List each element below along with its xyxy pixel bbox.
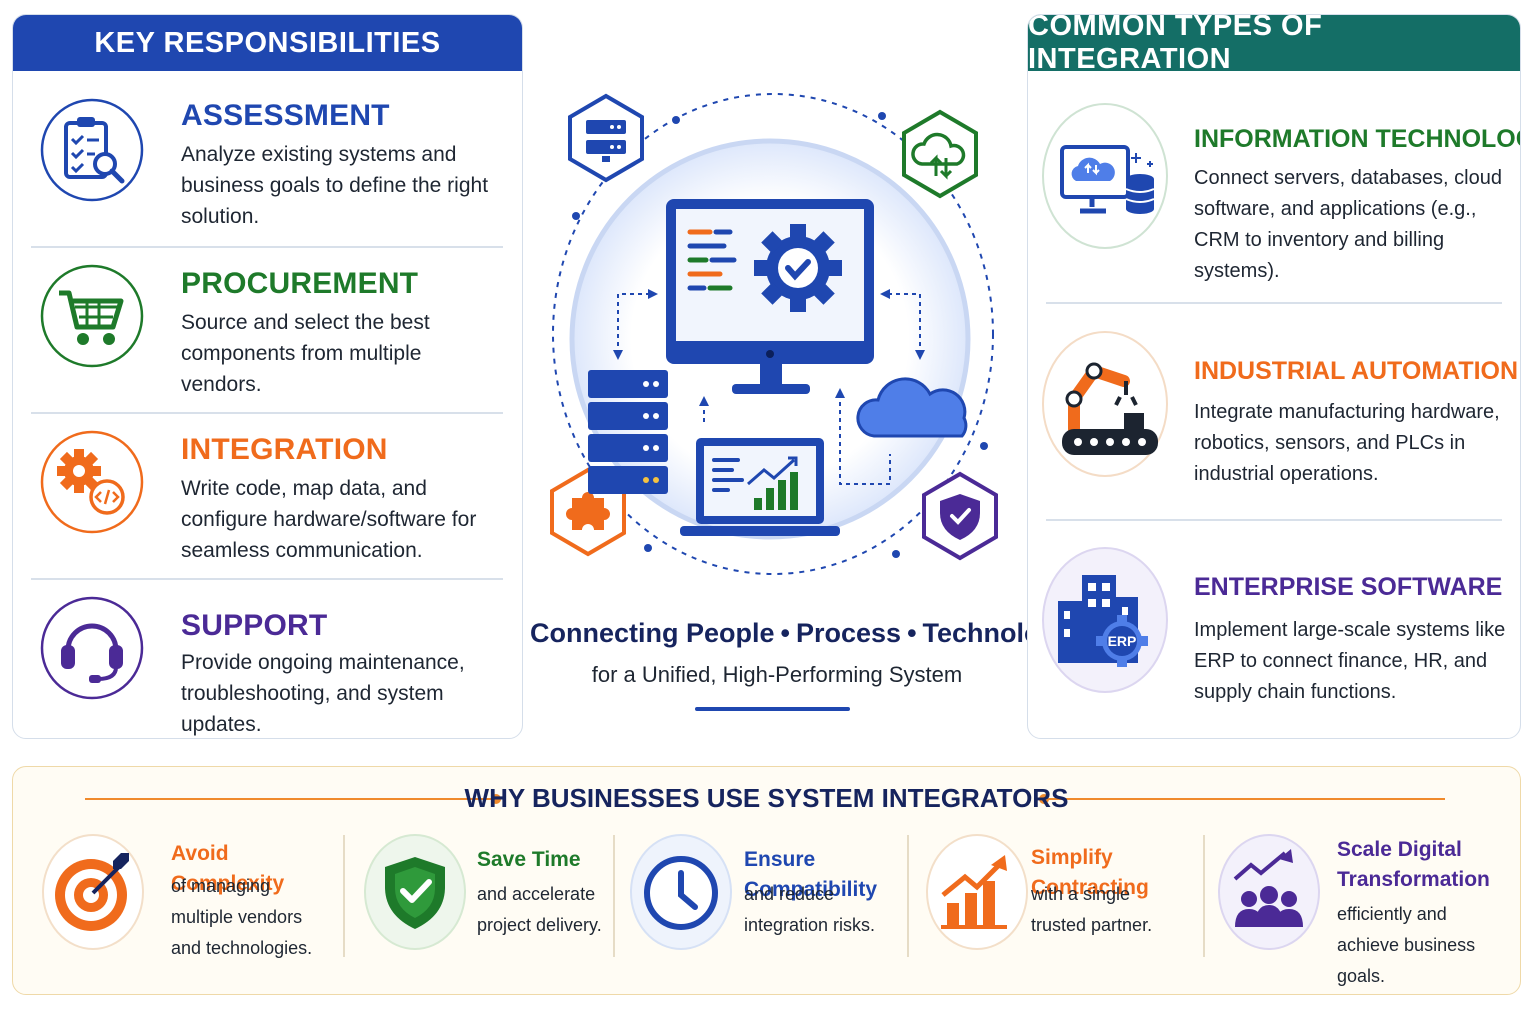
server-hexagon-icon — [568, 93, 644, 183]
building-erp-icon: ERP — [1040, 545, 1170, 695]
responsibility-support: SUPPORT Provide ongoing maintenance, tro… — [13, 583, 522, 738]
title-rule-right — [1047, 798, 1445, 800]
ensure-compatibility-title: Ensure Compatibility — [744, 848, 878, 901]
title-rule-dot — [491, 794, 501, 804]
support-title: SUPPORT — [181, 609, 328, 642]
enterprise-description: Implement large-scale systems like ERP t… — [1194, 619, 1506, 703]
growth-chart-icon — [925, 833, 1029, 951]
benefit-simplify-contracting: Simplify Contracting with a single trust… — [925, 829, 1205, 979]
save-time-description: and accelerate project delivery. — [477, 884, 602, 935]
tagline-process: Process — [795, 618, 902, 648]
benefit-save-time: Save Time and accelerate project deliver… — [363, 829, 623, 979]
integration-description: Write code, map data, and configure hard… — [181, 477, 477, 562]
cloud-sync-hexagon-icon — [902, 109, 978, 199]
shopping-cart-icon — [39, 263, 145, 369]
puzzle-hexagon-icon — [550, 467, 626, 557]
headset-icon — [39, 595, 145, 701]
separator — [613, 835, 615, 957]
key-responsibilities-panel: KEY RESPONSIBILITIES ASSESSMENT Analyze … — [12, 14, 523, 739]
team-growth-icon — [1217, 833, 1321, 951]
shield-check-icon — [363, 833, 467, 951]
divider — [1046, 519, 1502, 521]
center-subtagline: for a Unified, High-Performing System — [591, 662, 963, 687]
industrial-description: Integrate manufacturing hardware, roboti… — [1194, 401, 1500, 485]
assessment-title: ASSESSMENT — [181, 99, 390, 132]
center-tagline: Connecting People•Process•Technology — [530, 618, 1072, 649]
divider — [1046, 302, 1502, 304]
title-rule-dot — [1039, 794, 1049, 804]
title-rule-left — [85, 798, 495, 800]
why-integrators-panel: WHY BUSINESSES USE SYSTEM INTEGRATORS Av… — [12, 766, 1521, 995]
monitor-gear-icon — [666, 199, 874, 394]
separator — [907, 835, 909, 957]
monitor-database-icon — [1040, 101, 1170, 251]
gear-code-icon — [39, 429, 145, 535]
robot-arm-icon — [1040, 329, 1170, 479]
scale-digital-title: Scale Digital Transformation — [1337, 838, 1490, 891]
avoid-complexity-description: of managing multiple vendors and technol… — [171, 876, 313, 958]
responsibility-integration: INTEGRATION Write code, map data, and co… — [13, 419, 522, 585]
cloud-icon — [856, 377, 968, 438]
divider — [31, 412, 503, 414]
simplify-contracting-title: Simplify Contracting — [1031, 846, 1149, 899]
tagline-people: Connecting People — [530, 618, 775, 648]
it-description: Connect servers, databases, cloud softwa… — [1194, 167, 1502, 282]
benefit-avoid-complexity: Avoid Complexity of managing multiple ve… — [41, 829, 341, 979]
divider — [31, 246, 503, 248]
tagline-separator: • — [780, 618, 790, 648]
benefit-scale-digital-transformation: Scale Digital Transformation efficiently… — [1217, 829, 1517, 986]
integration-types-panel: COMMON TYPES OF INTEGRATION INFORMATION … — [1027, 14, 1521, 739]
laptop-chart-icon — [680, 438, 840, 536]
shield-hexagon-icon — [922, 471, 998, 561]
enterprise-title: ENTERPRISE SOFTWARE — [1194, 573, 1503, 601]
it-title: INFORMATION TECHNOLOGY (IT) — [1194, 125, 1520, 153]
center-underline — [695, 707, 850, 711]
erp-badge: ERP — [1108, 633, 1137, 649]
simplify-contracting-description: with a single trusted partner. — [1031, 884, 1153, 935]
clipboard-search-icon — [39, 97, 145, 203]
tagline-separator: • — [907, 618, 917, 648]
responsibility-procurement: PROCUREMENT Source and select the best c… — [13, 253, 522, 419]
ensure-compatibility-description: and reduce integration risks. — [744, 884, 876, 935]
separator — [1203, 835, 1205, 957]
integration-title: INTEGRATION — [181, 433, 388, 466]
procurement-title: PROCUREMENT — [181, 267, 419, 300]
why-integrators-title: WHY BUSINESSES USE SYSTEM INTEGRATORS — [464, 783, 1069, 813]
integration-hub-illustration — [540, 84, 1010, 604]
support-description: Provide ongoing maintenance, troubleshoo… — [181, 651, 465, 736]
clock-icon — [629, 833, 733, 951]
scale-digital-description: efficiently and achieve business goals. — [1337, 904, 1476, 986]
assessment-description: Analyze existing systems and business go… — [181, 143, 489, 228]
benefit-ensure-compatibility: Ensure Compatibility and reduce integrat… — [629, 829, 919, 979]
integration-types-header: COMMON TYPES OF INTEGRATION — [1028, 15, 1520, 75]
divider — [31, 578, 503, 580]
industrial-title: INDUSTRIAL AUTOMATION — [1194, 357, 1519, 385]
responsibility-assessment: ASSESSMENT Analyze existing systems and … — [13, 85, 522, 251]
procurement-description: Source and select the best components fr… — [181, 311, 430, 396]
key-responsibilities-header: KEY RESPONSIBILITIES — [13, 15, 522, 71]
save-time-title: Save Time — [477, 848, 581, 871]
separator — [343, 835, 345, 957]
avoid-complexity-title: Avoid Complexity — [171, 842, 285, 895]
target-icon — [41, 833, 145, 951]
server-rack-icon — [588, 370, 668, 494]
